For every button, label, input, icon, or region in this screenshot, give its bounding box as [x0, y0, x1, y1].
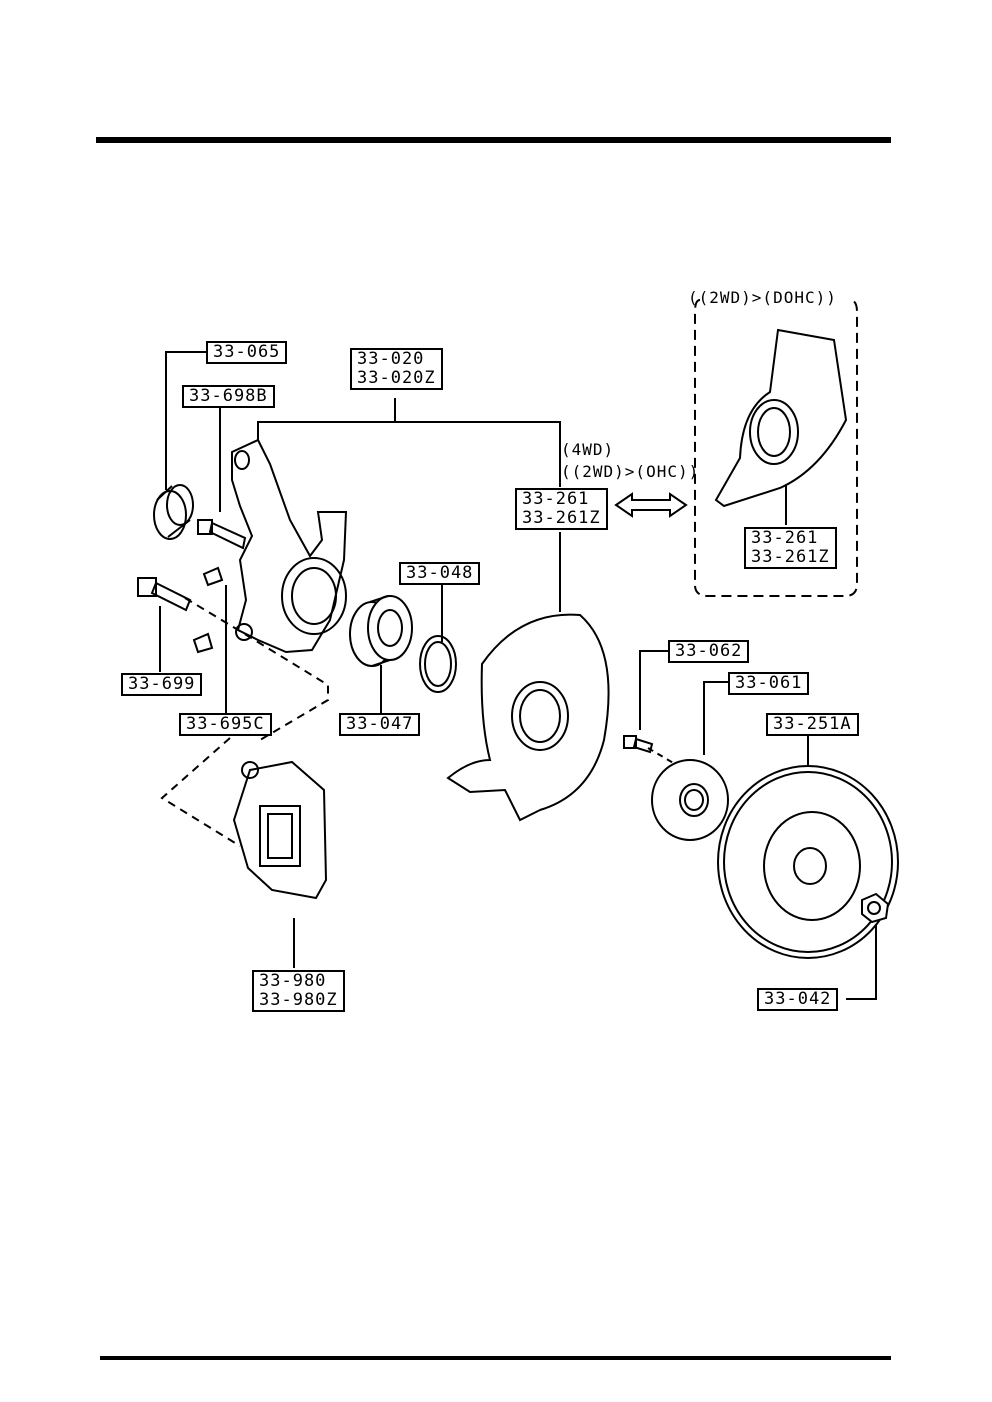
dust-shield: [446, 613, 610, 822]
note-2wd-ohc: ((2WD)>(OHC)): [561, 462, 700, 481]
label-33-980-line1: 33-980: [259, 971, 327, 991]
leader-33-042: [846, 920, 877, 1000]
label-33-261: 33-261 33-261Z: [515, 488, 608, 530]
label-33-251a: 33-251A: [766, 713, 859, 736]
label-33-980: 33-980 33-980Z: [252, 970, 345, 1012]
label-33-020: 33-020 33-020Z: [350, 348, 443, 390]
steering-knuckle: [231, 438, 348, 654]
dust-seal-part: [153, 484, 194, 540]
label-33-261-dohc-line2: 33-261Z: [751, 547, 830, 567]
hub-nut: [861, 892, 890, 924]
dashed-caliper-line: [160, 737, 241, 847]
bottom-rule: [100, 1356, 891, 1360]
dashed-hub-bolt: [647, 747, 676, 765]
note-2wd-dohc: ((2WD)>(DOHC)): [688, 288, 837, 307]
label-33-980-line2: 33-980Z: [259, 990, 338, 1010]
wheel-bearing: [349, 595, 413, 667]
wheel-hub: [651, 759, 729, 841]
hub-bolt: [623, 735, 654, 754]
label-33-061: 33-061: [728, 672, 810, 695]
dashed-bolt-line: [184, 597, 329, 741]
label-33-261-line2: 33-261Z: [522, 508, 601, 528]
dohc-option-box: [694, 299, 858, 597]
clips-695c: [192, 566, 224, 654]
label-33-020-line2: 33-020Z: [357, 368, 436, 388]
label-33-261-dohc-line1: 33-261: [751, 528, 819, 548]
brake-disc: [717, 765, 899, 959]
label-33-698b: 33-698B: [182, 385, 275, 408]
label-33-042: 33-042: [757, 988, 839, 1011]
note-4wd: (4WD): [561, 440, 615, 459]
dust-shield-dohc: [714, 328, 848, 508]
snap-ring: [419, 635, 457, 693]
top-rule: [96, 137, 891, 143]
leader-33-020-right: [395, 421, 561, 487]
label-33-065: 33-065: [206, 341, 288, 364]
label-33-062: 33-062: [668, 640, 750, 663]
interchange-arrow: [614, 492, 688, 518]
label-33-047: 33-047: [339, 713, 421, 736]
label-33-261-line1: 33-261: [522, 489, 590, 509]
label-33-695c: 33-695C: [179, 713, 272, 736]
leader-33-062: [639, 650, 668, 730]
label-33-261-dohc: 33-261 33-261Z: [744, 527, 837, 569]
label-33-048: 33-048: [399, 562, 481, 585]
bolt-698b: [197, 519, 247, 550]
label-33-020-line1: 33-020: [357, 349, 425, 369]
bolt-699: [137, 577, 192, 612]
leader-33-061: [703, 681, 728, 755]
label-33-699: 33-699: [121, 673, 203, 696]
leader-33-065: [165, 351, 208, 490]
brake-caliper: [232, 760, 328, 900]
leader-33-020: [257, 398, 396, 440]
